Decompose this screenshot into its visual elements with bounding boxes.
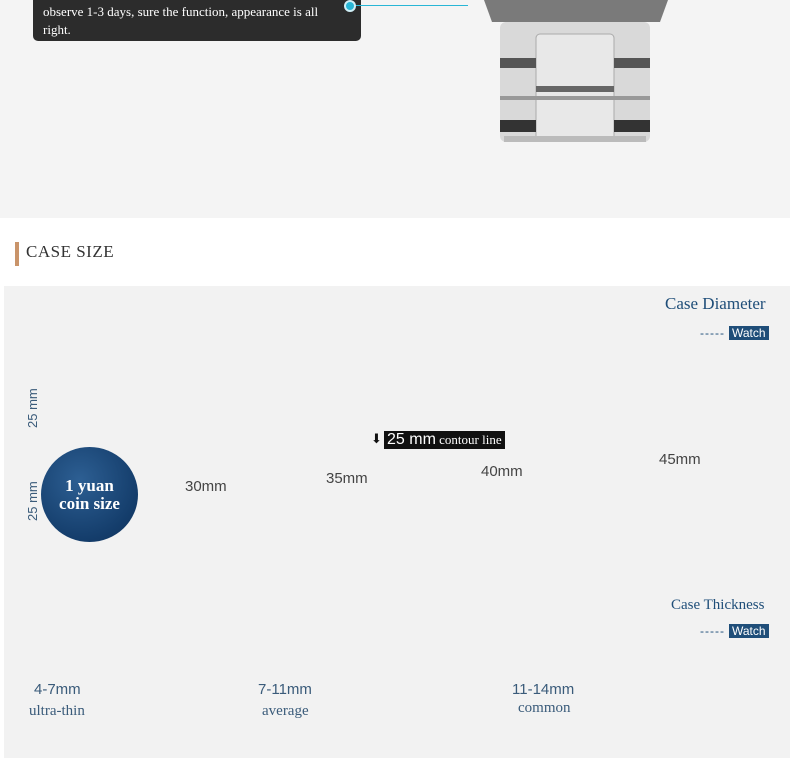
contour-value: 25 mm: [387, 431, 436, 448]
bracelet-image: [484, 0, 668, 142]
thickness-name-common: common: [518, 700, 571, 716]
tooltip-connector-line: [350, 5, 468, 6]
section-marker-bar: [15, 242, 19, 266]
watch-45mm-label: 45mm: [659, 451, 701, 468]
case-thickness-title: Case Thickness: [671, 597, 765, 613]
section-title: CASE SIZE: [26, 242, 115, 261]
down-arrow-icon: ⬇: [371, 432, 382, 447]
case-thickness-dash: -----: [700, 624, 725, 638]
case-diameter-dash: -----: [700, 326, 725, 340]
thickness-range-average: 7-11mm: [258, 681, 312, 698]
info-tooltip: observe 1-3 days, sure the function, app…: [33, 0, 361, 41]
watch-40mm-label: 40mm: [481, 463, 523, 480]
watch-35mm-label: 35mm: [326, 470, 368, 487]
dimension-label-top: 25 mm: [25, 388, 40, 428]
dimension-label-bottom: 25 mm: [25, 481, 40, 521]
tooltip-dot-icon[interactable]: [346, 2, 354, 10]
thickness-range-thin: 4-7mm: [34, 681, 81, 698]
case-size-panel: [4, 286, 790, 758]
tooltip-line-1: observe 1-3 days, sure the function, app…: [43, 4, 319, 19]
thickness-range-common: 11-14mm: [512, 681, 575, 698]
case-diameter-tag: Watch: [729, 326, 769, 340]
case-thickness-tag: Watch: [729, 624, 769, 638]
section-header-band: [0, 218, 790, 286]
coin-line-1: 1 yuan: [65, 476, 114, 495]
coin-size-badge: 1 yuan coin size: [41, 447, 138, 542]
watch-30mm-label: 30mm: [185, 478, 227, 495]
contour-text: contour line: [439, 432, 502, 447]
contour-line-label: 25 mm contour line: [384, 431, 505, 449]
tooltip-line-2: right.: [43, 22, 71, 37]
thickness-name-average: average: [262, 703, 309, 719]
case-diameter-title: Case Diameter: [665, 294, 766, 313]
thickness-name-thin: ultra-thin: [29, 703, 85, 719]
coin-line-2: coin size: [59, 494, 120, 513]
